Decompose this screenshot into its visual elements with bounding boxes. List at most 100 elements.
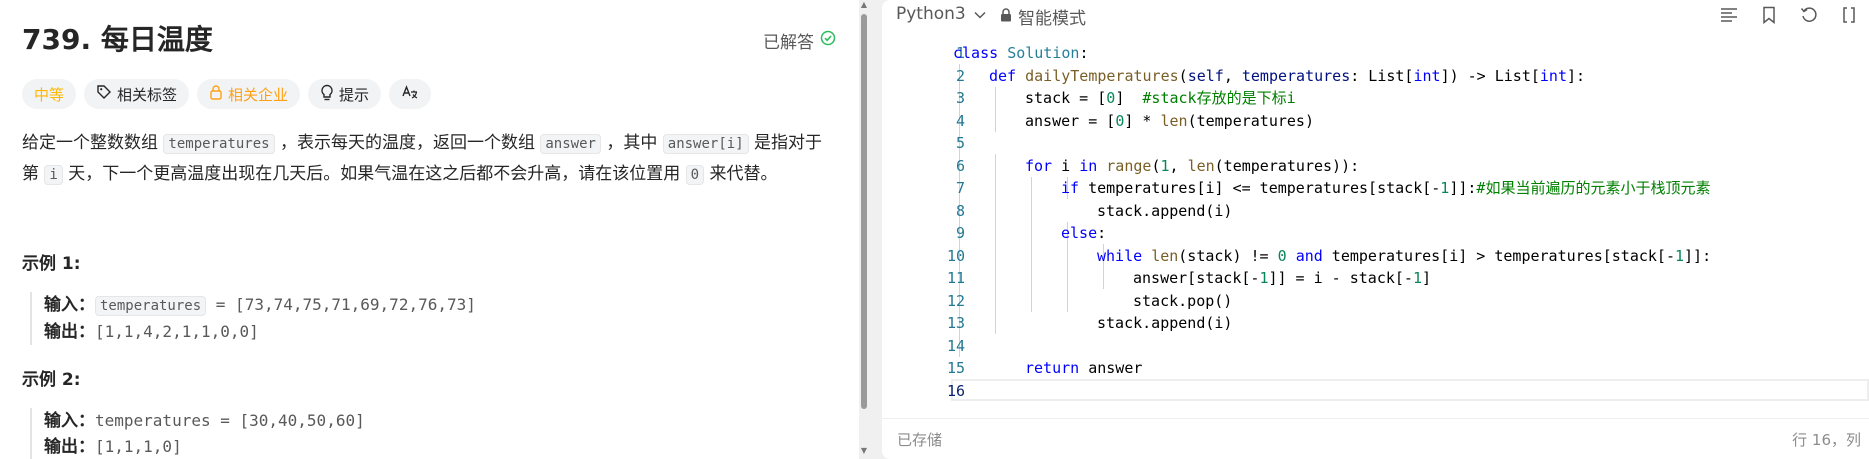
hint-label: 提示 (339, 85, 370, 104)
brackets-icon[interactable] (1837, 4, 1861, 26)
example-1-title: 示例 1: (22, 254, 81, 274)
code-text: return answer (1025, 359, 1143, 377)
example-2-output-value: [1,1,1,0] (95, 437, 182, 456)
editor-toolbar: Python3 智能模式 (882, 0, 1869, 32)
line-number: 7 (955, 179, 965, 197)
hint-button[interactable]: 提示 (308, 79, 382, 109)
line-number: 3 (955, 89, 965, 107)
line-number: 15 (946, 359, 965, 377)
reset-icon[interactable] (1797, 4, 1821, 26)
code-text: stack.pop() (1133, 291, 1233, 310)
translate-button[interactable] (389, 79, 432, 109)
desc-text: 来代替。 (704, 164, 778, 184)
line-number: 6 (955, 156, 965, 175)
check-circle-icon (820, 30, 836, 51)
example-1-input-label: 输入： (44, 295, 95, 315)
problem-panel: 739. 每日温度 已解答 中等 相关标签 相关企业 提示 给定一个整数数组 t… (0, 0, 862, 459)
problem-description: 给定一个整数数组 temperatures ，表示每天的温度，返回一个数组 an… (22, 128, 832, 190)
saved-status: 已存储 (897, 431, 943, 449)
indent-guide (1067, 222, 1068, 312)
format-lines-icon[interactable] (1717, 4, 1741, 26)
scroll-down-arrow-icon[interactable]: ▼ (860, 446, 868, 455)
code-line: 3 stack = [0] #stack存放的是下标i (882, 87, 1869, 110)
desc-text: 给定一个整数数组 (22, 133, 164, 153)
example-1-block: 输入：temperatures = [73,74,75,71,69,72,76,… (30, 292, 476, 345)
bookmark-icon[interactable] (1757, 4, 1781, 26)
related-tags-button[interactable]: 相关标签 (84, 79, 190, 109)
inline-code: i (44, 165, 63, 185)
line-number: 16 (946, 381, 965, 400)
indent-guide (995, 87, 996, 132)
desc-text: ，表示每天的温度，返回一个数组 (274, 133, 541, 153)
scrollbar-thumb[interactable] (861, 14, 867, 409)
cursor-position: 行 16，列 (1792, 431, 1861, 449)
inline-code: answer[i] (662, 134, 749, 154)
editor-actions (1717, 4, 1861, 26)
code-line: 16 (882, 380, 1869, 403)
panel-resize-handle[interactable] (871, 0, 881, 459)
indent-guide (1031, 177, 1032, 312)
solved-label: 已解答 (763, 33, 814, 53)
line-number: 14 (946, 336, 965, 355)
example-1-output-value: [1,1,4,2,1,1,0,0] (95, 322, 259, 341)
lightbulb-icon (320, 84, 334, 105)
indent-guide (995, 154, 996, 334)
chevron-down-icon (974, 4, 986, 24)
example-1-input-var: temperatures (95, 296, 207, 316)
desc-text: 是指对于第 (22, 133, 823, 184)
problem-title: 739. 每日温度 (22, 23, 213, 56)
desc-text: ，其中 (600, 133, 663, 153)
example-1-input-value: = [73,74,75,71,69,72,76,73] (206, 295, 476, 314)
tag-icon (96, 84, 112, 104)
inline-code: temperatures (163, 134, 275, 154)
code-text: if temperatures[i] <= temperatures[stack… (1061, 179, 1711, 197)
code-text: stack = [0] #stack存放的是下标i (1025, 89, 1296, 107)
line-number: 2 (955, 66, 965, 85)
code-text: else: (1061, 224, 1107, 242)
code-text: answer = [0] * len(temperatures) (1025, 111, 1314, 130)
code-line: 13 stack.append(i) (882, 312, 1869, 335)
line-number: 1 (955, 44, 965, 62)
code-line: 10 while len(stack) != 0 and temperatures… (882, 245, 1869, 268)
code-line: 2 def dailyTemperatures(self, temperature… (882, 65, 1869, 88)
related-companies-label: 相关企业 (228, 85, 289, 104)
code-line: 12 stack.pop() (882, 290, 1869, 313)
code-text: while len(stack) != 0 and temperatures[i… (1097, 246, 1712, 265)
line-number: 11 (946, 269, 965, 287)
language-selector[interactable]: Python3 (896, 4, 986, 24)
code-text: answer[stack[-1]] = i - stack[-1] (1133, 269, 1432, 287)
code-line: 11 answer[stack[-1]] = i - stack[-1] (882, 267, 1869, 290)
indent-guide (1067, 177, 1068, 199)
desc-text: 天，下一个更高温度出现在几天后。如果气温在这之后都不会升高，请在该位置用 (62, 164, 686, 184)
line-number: 5 (955, 134, 965, 152)
indent-guide (1103, 244, 1104, 289)
line-number: 13 (946, 314, 965, 332)
code-text: stack.append(i) (1097, 314, 1233, 332)
scroll-up-arrow-icon[interactable]: ▲ (860, 0, 868, 9)
code-line: 14 (882, 335, 1869, 358)
lock-icon (209, 84, 223, 104)
smart-mode-selector[interactable]: 智能模式 (1000, 4, 1086, 29)
line-number: 10 (946, 246, 965, 265)
inline-code: answer (540, 134, 601, 154)
example-1-output-label: 输出： (44, 322, 95, 342)
example-2-block: 输入：temperatures = [30,40,50,60] 输出：[1,1,… (30, 408, 365, 459)
code-text: def dailyTemperatures(self, temperatures… (989, 66, 1586, 85)
related-companies-button[interactable]: 相关企业 (197, 79, 301, 109)
tag-row: 中等 相关标签 相关企业 提示 (22, 79, 432, 109)
translate-icon (401, 84, 419, 104)
code-line: 15 return answer (882, 357, 1869, 380)
editor-status-bar: 已存储 行 16，列 (882, 418, 1869, 455)
related-tags-label: 相关标签 (117, 85, 178, 104)
language-label: Python3 (896, 4, 966, 24)
line-number: 12 (946, 291, 965, 310)
example-2-title: 示例 2: (22, 370, 81, 390)
code-text: class Solution: (953, 44, 1089, 62)
difficulty-tag[interactable]: 中等 (22, 79, 77, 109)
